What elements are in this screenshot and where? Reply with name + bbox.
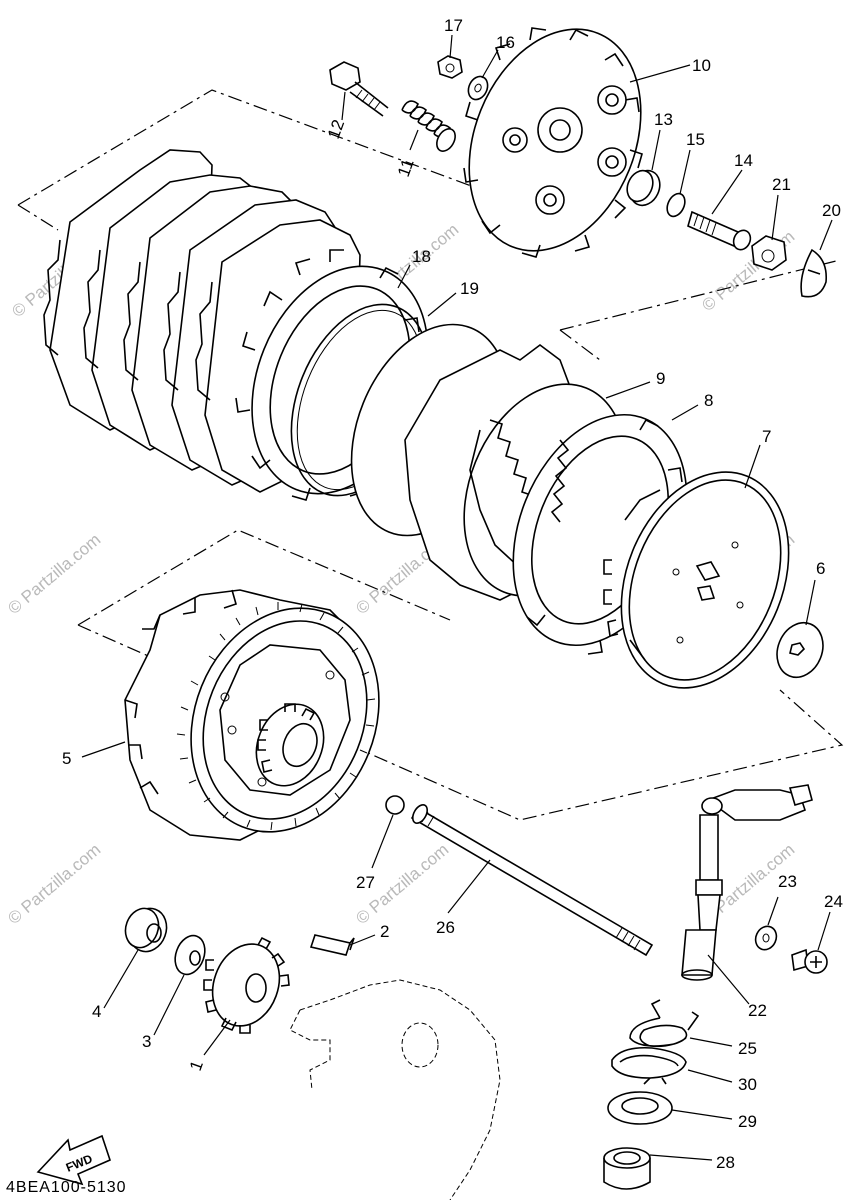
callout-10: 10: [692, 56, 711, 75]
assembly-outline-lower: [77, 529, 844, 821]
callout-27: 27: [356, 873, 375, 892]
callout-9: 9: [656, 369, 665, 388]
watermark: © Partzilla.com: [4, 530, 104, 618]
spring-11: [401, 100, 456, 152]
callout-5: 5: [62, 749, 71, 768]
callout-30: 30: [738, 1075, 757, 1094]
crankcase-cover-outline: [289, 979, 501, 1200]
callout-28: 28: [716, 1153, 735, 1172]
callout-2: 2: [380, 922, 389, 941]
callout-14: 14: [734, 151, 753, 170]
callout-4: 4: [92, 1002, 101, 1021]
primary-drive-gear-1: [203, 936, 290, 1034]
callout-24: 24: [824, 892, 843, 911]
watermark: © Partzilla.com: [4, 840, 104, 928]
callout-1: 1: [186, 1058, 207, 1073]
clutch-housing-5: [124, 589, 380, 841]
lock-washer-20: [800, 248, 828, 298]
oil-seal-4: [124, 907, 168, 953]
callout-17: 17: [444, 16, 463, 35]
callout-16: 16: [496, 33, 515, 52]
callout-7: 7: [762, 427, 771, 446]
bearing-28: [603, 1147, 651, 1190]
fwd-arrow-icon: FWD: [36, 1134, 111, 1186]
ball-27: [385, 795, 405, 815]
callout-23: 23: [778, 872, 797, 891]
callout-labels: 17 16 10 12 11 13 15 14 21 20 18 19 9 8 …: [62, 16, 843, 1172]
push-rod-14: [687, 210, 752, 251]
callout-20: 20: [822, 201, 841, 220]
callout-29: 29: [738, 1112, 757, 1131]
nut-17: [437, 55, 463, 79]
callout-19: 19: [460, 279, 479, 298]
screw-24: [791, 948, 828, 974]
washer-23: [754, 925, 778, 951]
lock-washer-6: [776, 621, 824, 679]
callout-6: 6: [816, 559, 825, 578]
assembly-outline-upper: [17, 89, 841, 361]
key-2: [309, 934, 355, 956]
callout-25: 25: [738, 1039, 757, 1058]
callout-13: 13: [654, 110, 673, 129]
oil-seal-29: [607, 1091, 673, 1125]
callout-26: 26: [436, 918, 455, 937]
callout-3: 3: [142, 1032, 151, 1051]
leader-lines: [81, 34, 833, 1161]
push-rod-26: [410, 804, 654, 957]
bolt-12: [329, 61, 389, 117]
bearing-13: [626, 169, 661, 207]
circlip-30: [611, 1046, 687, 1085]
callout-11: 11: [394, 156, 418, 179]
clutch-boss-10: [463, 27, 643, 258]
callout-8: 8: [704, 391, 713, 410]
push-lever-shaft-22: [681, 784, 813, 981]
circlip-15: [666, 192, 686, 218]
washer-3: [174, 934, 206, 976]
callout-22: 22: [748, 1001, 767, 1020]
callout-21: 21: [772, 175, 791, 194]
washer-16: [467, 75, 489, 101]
nut-21: [751, 235, 787, 271]
callout-18: 18: [412, 247, 431, 266]
drawing-code: 4BEA100-5130: [6, 1179, 127, 1196]
callout-15: 15: [686, 130, 705, 149]
spring-25: [629, 999, 700, 1048]
pressure-plate-7: [603, 471, 790, 689]
callout-12: 12: [324, 117, 348, 141]
